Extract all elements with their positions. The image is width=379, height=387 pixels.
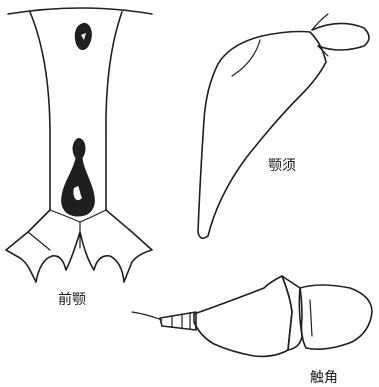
mandible-body — [198, 32, 326, 239]
premandible-right-edge — [106, 12, 122, 210]
label-antenna: 触角 — [310, 370, 338, 386]
premandible-base — [6, 210, 152, 282]
label-premandible: 前颚 — [58, 291, 86, 308]
premandible-left-edge — [30, 12, 50, 210]
premandible-central-mark — [62, 139, 95, 217]
antenna-drawing — [132, 276, 372, 356]
antenna-tip — [132, 312, 162, 320]
antenna-distal-segment — [194, 276, 292, 356]
premandible-drawing — [6, 8, 152, 282]
antenna-annuli — [160, 312, 196, 330]
mandible-drawing — [198, 14, 369, 238]
label-mandible: 颚须 — [268, 158, 296, 174]
premandible-inner-lines — [28, 210, 106, 250]
